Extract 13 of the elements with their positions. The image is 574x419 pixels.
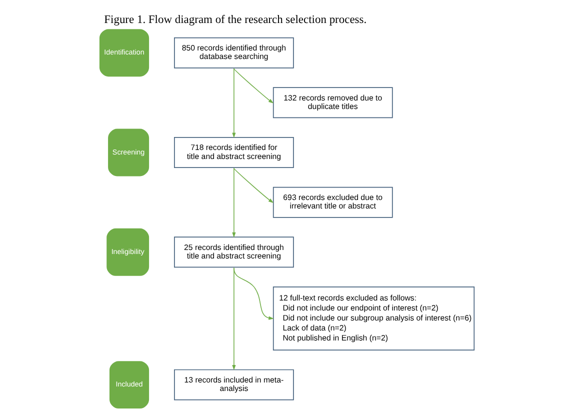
node-box: 132 records removed due to duplicate titles [272,87,393,118]
node-box: 12 full-text records excluded as follows: Did not include our endpoint of interest (n=2) Did not include our subgroup analysis of interest (n=6) Lack of data (n=2) Not published in English (n=2) [272,286,475,350]
node-box: 718 records identified for title and abstract screening [174,137,294,168]
node-box: 850 records identified through database searching [174,37,294,68]
arrow [232,268,236,370]
arrow [232,68,236,138]
arrow [234,68,274,104]
diagram-title: Figure 1. Flow diagram of the research selection process. [104,14,367,26]
node-box: 13 records included in meta-analysis [174,369,294,400]
node-box: 25 records identified through title and abstract screening [174,236,294,268]
arrow [232,168,236,238]
arrow [234,168,274,204]
node-box: 693 records excluded due to irrelevant title or abstract [272,186,393,218]
